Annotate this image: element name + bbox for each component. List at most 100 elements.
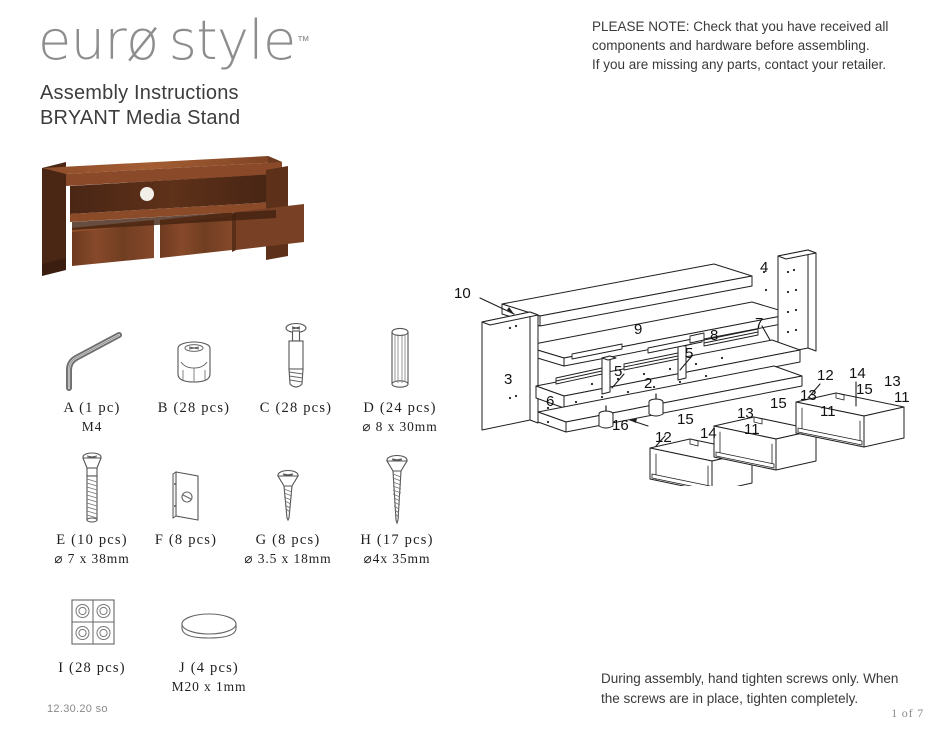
part-spec-A: M4	[81, 419, 103, 434]
diagram-leader-lines	[479, 297, 857, 447]
callout-15b: 15	[770, 395, 787, 412]
callout-15a: 15	[677, 411, 694, 428]
photo-cable-hole	[140, 187, 154, 201]
cap-sticker-sheet-icon	[42, 578, 142, 656]
part-spec-J: M20 x 1mm	[171, 679, 247, 694]
assembly-note-line-2: the screws are in place, tighten complet…	[601, 690, 859, 706]
part-spec-H: ⌀4x 35mm	[363, 551, 431, 566]
part-item-E: E (10 pcs) ⌀ 7 x 38mm	[42, 450, 142, 567]
logo-text-euro-part1: eur	[38, 9, 127, 72]
photo-shelf-cavity	[70, 174, 276, 214]
part-item-C: C (28 pcs)	[248, 318, 344, 419]
diagram-part-divider-1	[601, 355, 617, 395]
photo-left-side-panel	[42, 162, 66, 270]
callout-11a: 11	[744, 421, 760, 438]
long-screw-icon	[342, 450, 452, 528]
part-label-H: H (17 pcs)	[360, 532, 434, 548]
diagram-part-right-side-panel	[777, 249, 817, 355]
diagram-callout-numbers: 10 4 9 7 8 3 5 5 2 6 16 12 15 14 13 11 1…	[454, 259, 910, 446]
trademark-icon: ™	[296, 34, 310, 49]
diagram-part-drawer-slide-3	[703, 328, 759, 347]
media-stand-illustration	[42, 156, 304, 276]
bracket-plate-icon	[144, 450, 228, 528]
logo-text-style: style	[168, 9, 297, 72]
part-label-I: I (28 pcs)	[58, 660, 126, 676]
photo-top-front-edge	[66, 162, 282, 186]
callout-8: 8	[710, 327, 718, 344]
diagram-part-drawer-slide-upper	[571, 336, 703, 360]
assembly-note-line-1: During assembly, hand tighten screws onl…	[601, 671, 899, 686]
wood-dowel-icon	[348, 318, 452, 396]
diagram-part-drawer-slide-2	[623, 352, 679, 371]
please-note-line-3: If you are missing any parts, contact yo…	[592, 57, 887, 73]
part-label-B: B (28 pcs)	[157, 400, 231, 416]
callout-6: 6	[546, 393, 554, 410]
diagram-part-back-rail	[689, 332, 705, 344]
photo-top-surface	[42, 156, 282, 174]
callout-13c: 13	[884, 373, 901, 390]
round-cap-icon	[152, 578, 266, 656]
callout-15c: 15	[856, 381, 873, 398]
bryant-exploded-assembly-diagram: 10 4 9 7 8 3 5 5 2 6 16 12 15 14 13 11 1…	[452, 236, 948, 493]
logo-slashed-o-glyph: ø	[126, 9, 159, 72]
diagram-dowel-holes	[508, 268, 798, 424]
part-item-B: B (28 pcs)	[146, 318, 242, 419]
callout-5b: 5	[614, 363, 622, 380]
callout-12a: 12	[655, 429, 672, 446]
cam-lock-icon	[146, 318, 242, 396]
part-item-F: F (8 pcs)	[144, 450, 228, 551]
part-item-H: H (17 pcs) ⌀4x 35mm	[342, 450, 452, 567]
diagram-part-leveler-foot-1	[598, 405, 614, 429]
please-note-line-2: components and hardware before assemblin…	[592, 38, 870, 54]
diagram-part-plinth	[537, 365, 803, 433]
part-label-F: F (8 pcs)	[154, 532, 218, 548]
revision-stamp: 12.30.20 so	[47, 703, 108, 715]
part-label-D: D (24 pcs)	[363, 400, 437, 416]
callout-12b: 12	[817, 367, 834, 384]
short-screw-icon	[232, 450, 344, 528]
part-item-I: I (28 pcs)	[42, 578, 142, 679]
callout-10: 10	[454, 285, 471, 302]
assembly-note-block: During assembly, hand tighten screws onl…	[601, 669, 921, 708]
diagram-drawer-box-3	[795, 392, 905, 448]
part-spec-G: ⌀ 3.5 x 18mm	[244, 551, 332, 566]
photo-drawer-rail-shadow	[72, 210, 276, 230]
please-note-block: PLEASE NOTE: Check that you have receive…	[592, 17, 922, 74]
callout-7: 7	[755, 315, 763, 332]
callout-3: 3	[504, 371, 512, 388]
photo-drawer-front-1	[72, 220, 154, 266]
photo-shelf-board	[70, 202, 276, 222]
part-item-A: A (1 pc) M4	[40, 318, 144, 435]
long-bolt-icon	[42, 450, 142, 528]
part-label-G: G (8 pcs)	[255, 532, 321, 548]
diagram-part-left-side-panel	[481, 311, 539, 431]
callout-14a: 14	[700, 425, 717, 442]
document-subtitle: Assembly Instructions	[40, 82, 239, 104]
part-label-E: E (10 pcs)	[56, 532, 128, 548]
allen-key-icon	[40, 318, 144, 396]
part-item-G: G (8 pcs) ⌀ 3.5 x 18mm	[232, 450, 344, 567]
part-spec-D: ⌀ 8 x 30mm	[362, 419, 438, 434]
photo-drawer-3-side	[232, 212, 236, 252]
diagram-part-drawer-slide-1	[555, 367, 603, 385]
part-label-C: C (28 pcs)	[259, 400, 333, 416]
diagram-part-leveler-foot-2	[648, 393, 664, 417]
part-label-A: A (1 pc)	[63, 400, 121, 416]
cam-bolt-icon	[248, 318, 344, 396]
callout-5a: 5	[685, 345, 693, 362]
callout-11b: 11	[820, 403, 836, 420]
bryant-media-stand-photo	[36, 152, 316, 278]
page-number: 1 of 7	[891, 706, 924, 720]
please-note-line-1: PLEASE NOTE: Check that you have receive…	[592, 19, 889, 34]
photo-base-foot	[42, 258, 66, 276]
callout-2: 2	[644, 375, 652, 392]
callout-16: 16	[612, 417, 629, 434]
callout-13b: 13	[800, 387, 817, 404]
callout-14b: 14	[849, 365, 866, 382]
page-title: BRYANT Media Stand	[40, 107, 241, 129]
part-item-D: D (24 pcs) ⌀ 8 x 30mm	[348, 318, 452, 435]
part-spec-E: ⌀ 7 x 38mm	[54, 551, 130, 566]
part-label-J: J (4 pcs)	[179, 660, 239, 676]
callout-9: 9	[634, 321, 642, 338]
